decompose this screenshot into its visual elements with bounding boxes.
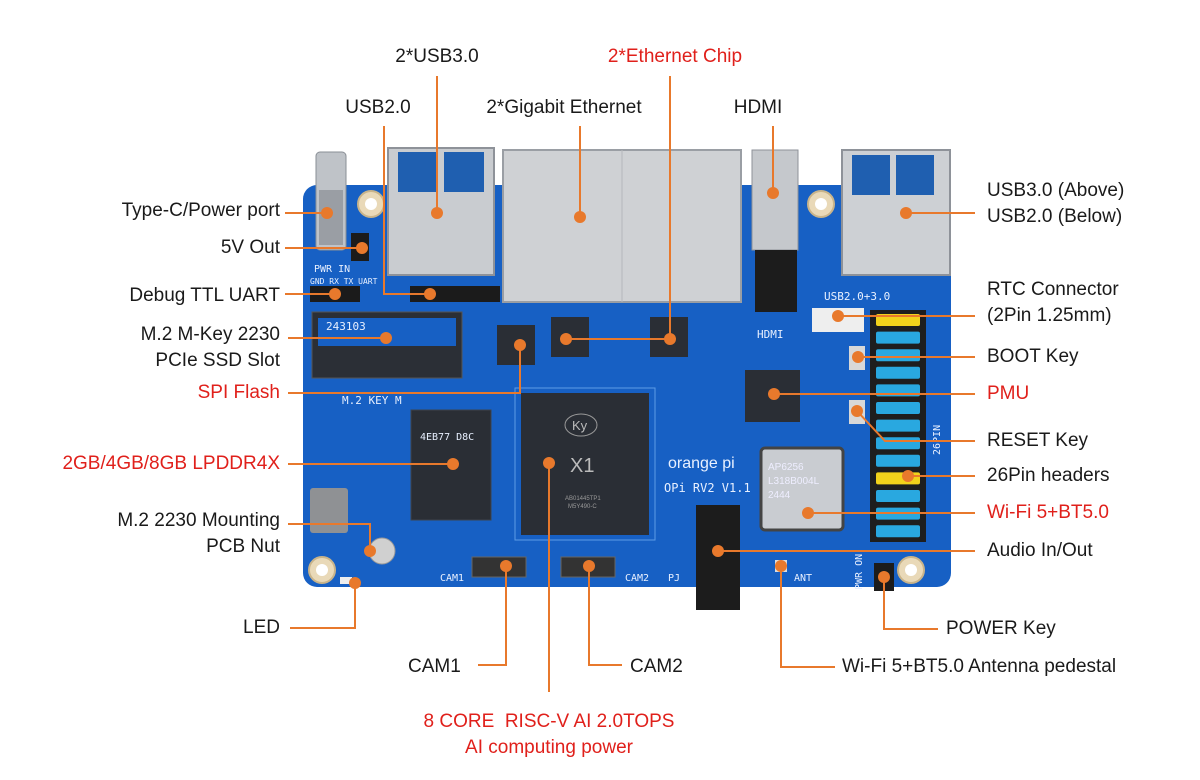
soc-x1 — [521, 393, 649, 535]
label-cam1: CAM1 — [408, 656, 461, 677]
soc-model-silk: X1 — [570, 455, 594, 477]
label-usb-right-line1: USB3.0 (Above) — [987, 180, 1125, 201]
label-nut-line2: PCB Nut — [206, 536, 280, 557]
label-usb-right-line2: USB2.0 (Below) — [987, 206, 1123, 227]
header-pin-pair — [876, 490, 920, 502]
label-wifi: Wi-Fi 5+BT5.0 — [987, 502, 1109, 523]
label-rtc-line2: (2Pin 1.25mm) — [987, 305, 1112, 326]
label-soc-line1: 8 CORE RISC-V AI 2.0TOPS — [423, 711, 675, 732]
usb-right-silk: USB2.0+3.0 — [824, 290, 890, 303]
label-pin-headers: 26Pin headers — [987, 465, 1110, 486]
label-soc-line2: AI computing power — [465, 737, 633, 758]
ssd-code-silk: 243103 — [326, 320, 366, 333]
label-rtc: RTC Connector (2Pin 1.25mm) — [987, 277, 1119, 329]
label-cam2: CAM2 — [630, 656, 683, 677]
header-pin-pair — [876, 454, 920, 467]
label-nut-line1: M.2 2230 Mounting — [117, 510, 280, 531]
label-m2-line1: M.2 M-Key 2230 — [140, 324, 280, 345]
label-gigabit-ethernet: 2*Gigabit Ethernet — [486, 97, 642, 118]
mounting-holes — [308, 190, 925, 584]
header-pin-pair — [876, 525, 920, 538]
header-pin-pair — [876, 419, 920, 432]
leader-dots — [321, 187, 914, 589]
label-5v-out: 5V Out — [220, 237, 280, 258]
pwr-on-silk: PWR ON — [854, 554, 865, 590]
label-lpddr4x: 2GB/4GB/8GB LPDDR4X — [62, 453, 280, 474]
led — [340, 577, 352, 584]
label-pcb-nut: M.2 2230 Mounting PCB Nut — [117, 508, 280, 560]
label-m2-line2: PCIe SSD Slot — [155, 350, 280, 371]
pwr-in-silk: PWR IN — [314, 264, 350, 275]
label-pmu: PMU — [987, 383, 1030, 404]
header-pin-pair — [876, 366, 920, 379]
label-soc: 8 CORE RISC-V AI 2.0TOPS AI computing po… — [424, 709, 675, 761]
hdmi-port — [751, 149, 799, 251]
cam1-connector — [471, 556, 527, 578]
inductor — [310, 488, 348, 533]
label-audio: Audio In/Out — [987, 540, 1093, 561]
ant-silk: ANT — [794, 573, 812, 584]
label-m2-slot: M.2 M-Key 2230 PCIe SSD Slot — [141, 322, 280, 374]
label-reset-key: RESET Key — [987, 430, 1089, 451]
pin26-silk: 26PIN — [932, 425, 943, 455]
hdmi-silk: HDMI — [757, 328, 784, 341]
m2-silk: M.2 KEY M — [342, 394, 402, 407]
label-led: LED — [243, 617, 280, 638]
ram-silk: 4EB77 D8C — [420, 432, 474, 443]
board-name-silk: OPi RV2 V1.1 — [664, 481, 751, 495]
header-pin-pair — [876, 349, 920, 362]
label-spi-flash: SPI Flash — [197, 382, 280, 403]
label-usb30: 2*USB3.0 — [395, 46, 479, 67]
cam1-silk: CAM1 — [440, 573, 464, 584]
uart-silk: GND RX TX UART — [310, 277, 378, 286]
label-usb-right: USB3.0 (Above) USB2.0 (Below) — [987, 178, 1124, 230]
header-pin-pair — [876, 331, 920, 344]
pj-silk: PJ — [668, 573, 680, 584]
wifi-module-silk: AP6256 — [768, 462, 804, 473]
label-rtc-line1: RTC Connector — [987, 279, 1119, 300]
header-pin-pair — [876, 402, 920, 414]
label-hdmi: HDMI — [733, 97, 783, 118]
label-ethernet-chip: 2*Ethernet Chip — [607, 46, 743, 67]
label-debug-uart: Debug TTL UART — [129, 285, 280, 306]
label-usb20: USB2.0 — [345, 97, 411, 118]
soc-code2-silk: M5Y490-C — [568, 504, 597, 510]
label-boot-key: BOOT Key — [987, 346, 1079, 367]
soc-brand-silk: Ky — [572, 418, 588, 433]
audio-jack — [696, 505, 740, 610]
label-power-key: POWER Key — [946, 618, 1056, 639]
soc-code-silk: AB01445TP1 — [565, 496, 601, 502]
brand-silk: orange pi — [668, 455, 735, 472]
cam2-silk: CAM2 — [625, 573, 649, 584]
label-antenna: Wi-Fi 5+BT5.0 Antenna pedestal — [842, 656, 1117, 677]
wifi-module — [759, 446, 845, 532]
label-typec-power: Type-C/Power port — [121, 200, 280, 221]
wifi-date-silk: 2444 — [768, 490, 791, 501]
wifi-code-silk: L318B004L — [768, 476, 820, 487]
